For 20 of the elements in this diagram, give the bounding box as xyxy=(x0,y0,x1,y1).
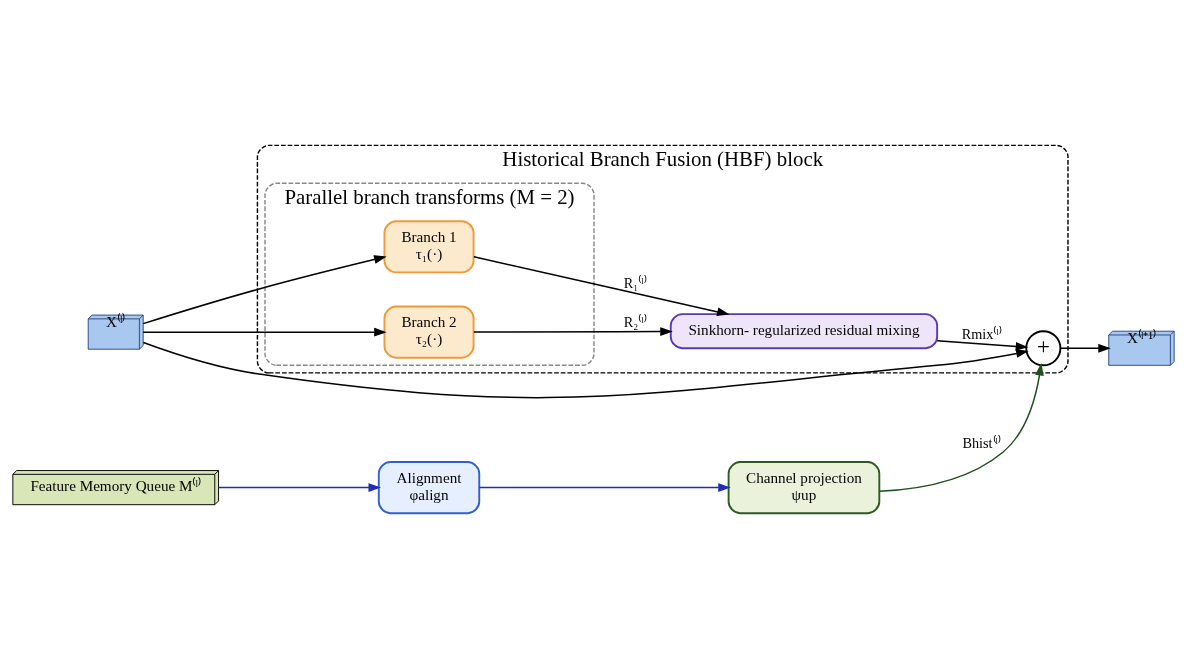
arrow xyxy=(473,256,730,317)
edge-label: R₁⁽ˡ⁾ xyxy=(623,274,647,291)
edge-label: R₂⁽ˡ⁾ xyxy=(623,314,647,331)
arrow xyxy=(473,327,673,336)
node-box: Channel projection ψup xyxy=(727,461,881,515)
arrow xyxy=(142,255,387,325)
node-circle: + xyxy=(1025,330,1062,367)
arrow xyxy=(936,339,1029,351)
arrow xyxy=(1059,343,1111,353)
node-box: Branch 2 τ₂(·) xyxy=(383,305,475,359)
arrow xyxy=(878,363,1044,493)
node-box: Alignment φalign xyxy=(377,461,481,515)
edge-label: Rmix⁽ˡ⁾ xyxy=(961,325,1002,342)
arrow xyxy=(142,327,387,337)
edge-label: Bhist⁽ˡ⁾ xyxy=(962,434,1001,451)
arrow xyxy=(478,483,731,492)
arrow xyxy=(142,341,1029,399)
arrow xyxy=(217,483,382,492)
node-box: Branch 1 τ₁(·) xyxy=(383,220,475,274)
node-box: Sinkhorn- regularized residual mixing xyxy=(669,313,939,350)
